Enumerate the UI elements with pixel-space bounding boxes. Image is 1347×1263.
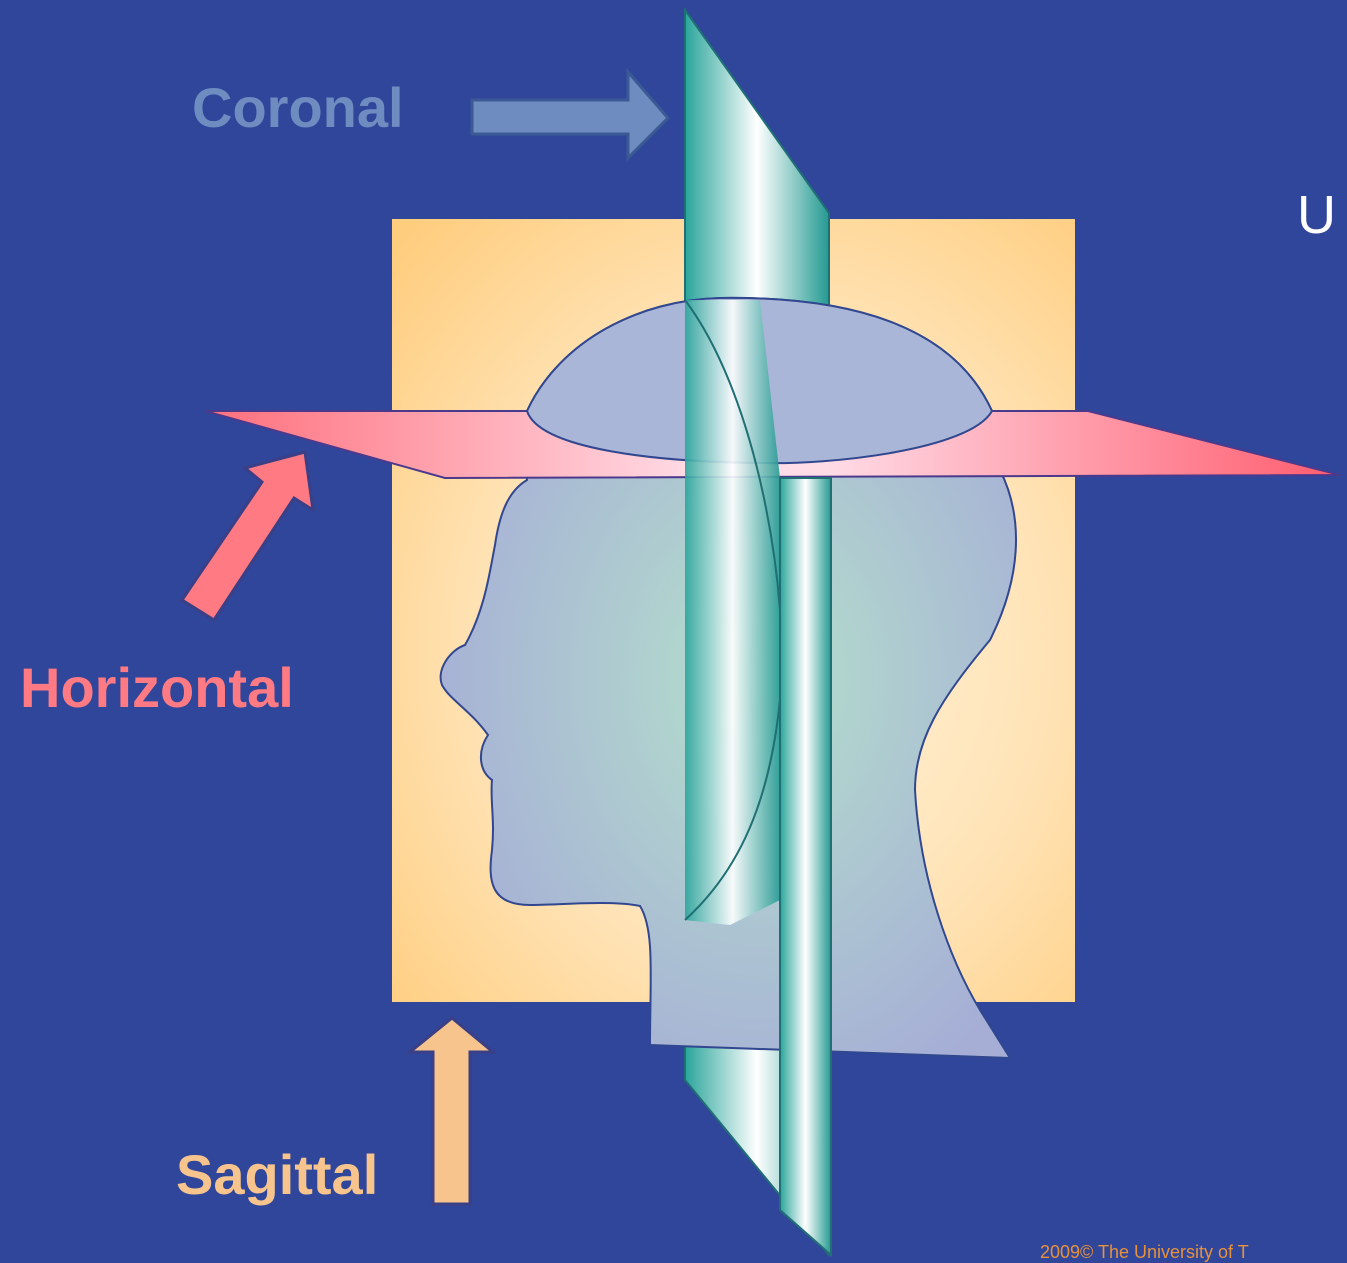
copyright-text: 2009© The University of T <box>1040 1243 1249 1261</box>
horizontal-label: Horizontal <box>20 660 294 716</box>
coronal-plane <box>685 300 780 925</box>
arrow-up-icon <box>410 1018 493 1204</box>
arrow-up-right-icon <box>182 452 313 620</box>
coronal-label: Coronal <box>192 80 404 136</box>
sagittal-label: Sagittal <box>176 1147 378 1203</box>
arrow-right-icon <box>472 72 668 158</box>
partial-text: U <box>1297 188 1336 242</box>
coronal-plane-strip <box>780 478 831 1255</box>
